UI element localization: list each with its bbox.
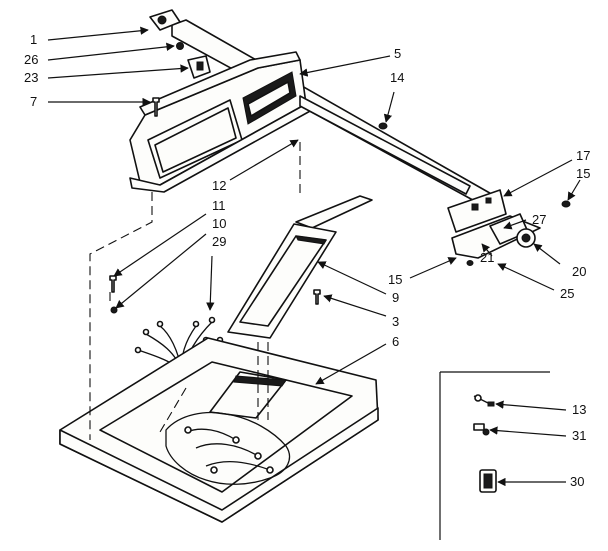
callout-25: 25 [560, 286, 574, 301]
callout-7: 7 [30, 94, 37, 109]
callout-17: 17 [576, 148, 590, 163]
arrowhead-icon [497, 263, 555, 291]
callout-29: 29 [212, 234, 226, 249]
timer-switch [187, 55, 211, 79]
harness-screw-11 [109, 275, 117, 293]
lint-opening-dark [233, 375, 287, 387]
callout-31: 31 [572, 428, 586, 443]
timer-knob [149, 9, 181, 31]
inset-parts [439, 371, 550, 540]
console-display-inner [154, 107, 237, 173]
callout-30: 30 [570, 474, 584, 489]
callout-1: 1 [30, 32, 37, 47]
callout-15-top: 15 [576, 166, 590, 181]
console-screw-7 [152, 97, 160, 117]
arrowhead-icon [317, 261, 387, 295]
wire-connector-13 [473, 394, 495, 407]
wire-nut-31 [473, 423, 490, 436]
arrowhead-icon [481, 243, 493, 257]
arrowhead-icon [503, 159, 573, 197]
callout-3: 3 [392, 314, 399, 329]
callout-9: 9 [392, 290, 399, 305]
arrowhead-icon [47, 42, 175, 61]
arrowhead-icon [533, 243, 561, 265]
callout-20: 20 [572, 264, 586, 279]
filter-screen-edge [295, 235, 327, 245]
arrowhead-icon [567, 179, 581, 201]
callout-14: 14 [390, 70, 404, 85]
arrowhead-icon [315, 343, 387, 385]
callout-26: 26 [24, 52, 38, 67]
console-top-face [139, 51, 301, 116]
terminal-block-30 [479, 469, 497, 493]
callout-23: 23 [24, 70, 38, 85]
arrowhead-icon [206, 255, 215, 311]
arrowhead-icon [115, 233, 207, 309]
callout-12: 12 [212, 178, 226, 193]
top-panel [59, 337, 379, 523]
callout-5: 5 [394, 46, 401, 61]
console-screw-14 [378, 122, 388, 130]
bracket-screw-15 [561, 200, 571, 208]
arrowhead-icon [323, 294, 387, 317]
panel-wire-bundle [165, 411, 291, 485]
arrowhead-icon [47, 64, 189, 79]
callout-13: 13 [572, 402, 586, 417]
top-panel-inner [99, 361, 353, 493]
filter-lid [295, 195, 373, 229]
arrowhead-icon [489, 426, 567, 437]
callout-11: 11 [212, 198, 226, 213]
callout-6: 6 [392, 334, 399, 349]
console-assembly [129, 19, 496, 206]
arrowhead-icon [113, 213, 207, 277]
leader-lines [47, 26, 581, 487]
console-main-rail [299, 95, 471, 195]
switch-bracket-assembly [447, 189, 571, 266]
callout-labels: 1 26 23 7 5 14 12 11 10 29 17 15 27 21 2… [24, 32, 590, 489]
alignment-lines [89, 142, 301, 440]
arrowhead-icon [229, 139, 299, 181]
console-window-frame-light [247, 81, 291, 117]
callout-10: 10 [212, 216, 226, 231]
callout-15-mid: 15 [388, 272, 402, 287]
filter-screw-3 [313, 289, 321, 305]
arrowhead-icon [299, 55, 391, 77]
arrowhead-icon [495, 400, 567, 411]
knob-spring-clip [176, 42, 184, 50]
arrowhead-icon [47, 26, 149, 41]
callout-27: 27 [532, 212, 546, 227]
filter-housing [227, 195, 373, 339]
top-panel-front-edge [59, 407, 379, 523]
callout-21: 21 [480, 250, 494, 265]
arrowhead-icon [409, 257, 457, 279]
arrowhead-icon [503, 219, 527, 230]
arrowhead-icon [383, 91, 395, 123]
